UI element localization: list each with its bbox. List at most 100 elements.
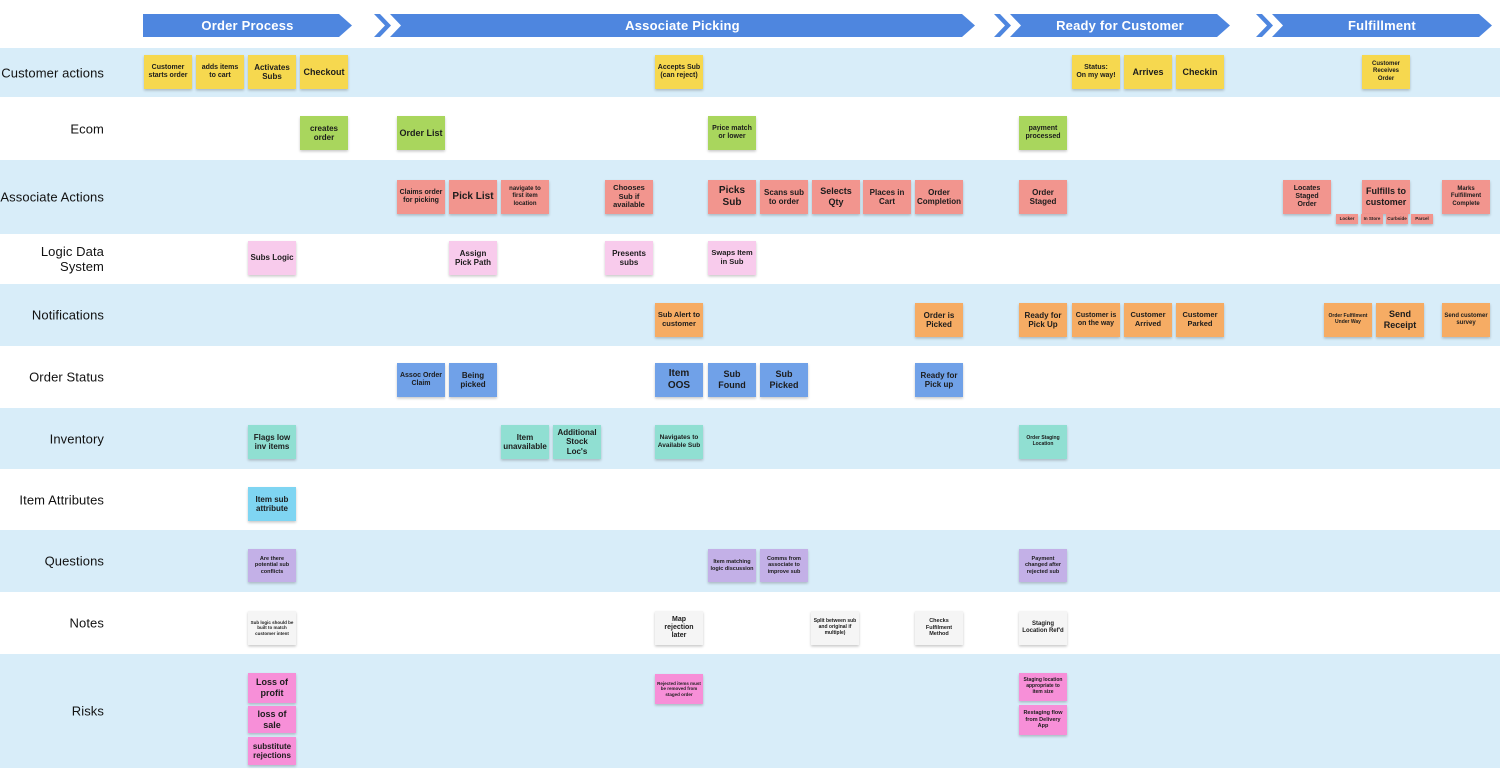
sticky-subs-logic[interactable]: Subs Logic [248, 241, 296, 275]
sticky-order-completion[interactable]: Order Completion [915, 180, 963, 214]
sticky-customer-arrived[interactable]: Customer Arrived [1124, 303, 1172, 337]
sticky-split-between-sub-and-original-if-multiple[interactable]: Split between sub and original if multip… [811, 611, 859, 645]
sticky-payment-changed-after-rejected-sub[interactable]: Payment changed after rejected sub [1019, 549, 1067, 582]
phase-label-ready-for-customer: Ready for Customer [1010, 14, 1230, 37]
chevron-right-icon [374, 14, 391, 37]
tag-in-store[interactable]: In Store [1361, 214, 1383, 224]
lane-label-notes[interactable]: Notes [69, 615, 104, 631]
sticky-adds-items-to-cart[interactable]: adds items to cart [196, 55, 244, 89]
sticky-sub-picked[interactable]: Sub Picked [760, 363, 808, 397]
sticky-ready-for-pick-up[interactable]: Ready for Pick Up [1019, 303, 1067, 337]
lane-label-questions[interactable]: Questions [44, 553, 104, 569]
sticky-scans-sub-to-order[interactable]: Scans sub to order [760, 180, 808, 214]
sticky-substitute-rejections[interactable]: substitute rejections [248, 737, 296, 765]
sticky-flags-low-inv-items[interactable]: Flags low inv items [248, 425, 296, 459]
phase-order-process[interactable]: Order Process [143, 14, 352, 37]
lane-notes: Notes [0, 592, 1500, 654]
sticky-arrives[interactable]: Arrives [1124, 55, 1172, 89]
sticky-assign-pick-path[interactable]: Assign Pick Path [449, 241, 497, 275]
phase-label-order-process: Order Process [143, 14, 352, 37]
lane-inventory: Inventory [0, 408, 1500, 469]
sticky-ready-for-pick-up[interactable]: Ready for Pick up [915, 363, 963, 397]
sticky-claims-order-for-picking[interactable]: Claims order for picking [397, 180, 445, 214]
lane-risks: Risks [0, 654, 1500, 768]
sticky-send-receipt[interactable]: Send Receipt [1376, 303, 1424, 337]
sticky-loss-of-profit[interactable]: Loss of profit [248, 673, 296, 703]
sticky-chooses-sub-if-available[interactable]: Chooses Sub if available [605, 180, 653, 214]
lane-label-inventory[interactable]: Inventory [49, 431, 104, 446]
lane-logic-data-system: Logic Data System [0, 234, 1500, 284]
sticky-staging-location-appropriate-to-item-size[interactable]: Staging location appropriate to item siz… [1019, 673, 1067, 701]
sticky-status-on-my-way[interactable]: Status: On my way! [1072, 55, 1120, 89]
chevron-right-icon [1256, 14, 1273, 37]
phase-ready-for-customer[interactable]: Ready for Customer [994, 14, 1230, 37]
tag-curbside[interactable]: Curbside [1386, 214, 1408, 224]
sticky-item-matching-logic-discussion[interactable]: Item matching logic discussion [708, 549, 756, 582]
sticky-payment-processed[interactable]: payment processed [1019, 116, 1067, 150]
sticky-navigate-to-first-item-location[interactable]: navigate to first item location [501, 180, 549, 214]
phase-associate-picking[interactable]: Associate Picking [374, 14, 975, 37]
sticky-accepts-sub-can-reject[interactable]: Accepts Sub (can reject) [655, 55, 703, 89]
lane-ecom: Ecom [0, 97, 1500, 160]
sticky-map-rejection-later[interactable]: Map rejection later [655, 611, 703, 645]
sticky-sub-alert-to-customer[interactable]: Sub Alert to customer [655, 303, 703, 337]
sticky-customer-parked[interactable]: Customer Parked [1176, 303, 1224, 337]
sticky-sub-logic-should-be-built-to-match-custome[interactable]: Sub logic should be built to match custo… [248, 611, 296, 645]
sticky-send-customer-survey[interactable]: Send customer survey [1442, 303, 1490, 337]
sticky-selects-qty[interactable]: Selects Qty [812, 180, 860, 214]
sticky-rejected-items-must-be-removed-from-staged[interactable]: Rejected items must be removed from stag… [655, 674, 703, 704]
lane-item-attributes: Item Attributes [0, 469, 1500, 530]
sticky-restaging-flow-from-delivery-app[interactable]: Restaging flow from Delivery App [1019, 705, 1067, 735]
sticky-fulfills-to-customer[interactable]: Fulfills to customer [1362, 180, 1410, 214]
lane-label-ecom[interactable]: Ecom [70, 121, 104, 136]
phase-label-associate-picking: Associate Picking [390, 14, 975, 37]
sticky-order-fulfilment-under-way[interactable]: Order Fulfilment Under Way [1324, 303, 1372, 337]
lane-label-customer-actions[interactable]: Customer actions [1, 65, 104, 80]
sticky-swaps-item-in-sub[interactable]: Swaps Item in Sub [708, 241, 756, 275]
phase-fulfillment[interactable]: Fulfillment [1256, 14, 1492, 37]
sticky-being-picked[interactable]: Being picked [449, 363, 497, 397]
lane-label-item-attributes[interactable]: Item Attributes [19, 492, 104, 507]
sticky-customer-receives-order[interactable]: Customer Receives Order [1362, 55, 1410, 89]
sticky-navigates-to-available-sub[interactable]: Navigates to Available Sub [655, 425, 703, 459]
chevron-right-icon [994, 14, 1011, 37]
sticky-pick-list[interactable]: Pick List [449, 180, 497, 214]
sticky-assoc-order-claim[interactable]: Assoc Order Claim [397, 363, 445, 397]
sticky-order-is-picked[interactable]: Order is Picked [915, 303, 963, 337]
sticky-customer-is-on-the-way[interactable]: Customer is on the way [1072, 303, 1120, 337]
lane-order-status: Order Status [0, 346, 1500, 408]
sticky-checks-fulfilment-method[interactable]: Checks Fulfilment Method [915, 611, 963, 645]
tag-parcel[interactable]: Parcel [1411, 214, 1433, 224]
sticky-sub-found[interactable]: Sub Found [708, 363, 756, 397]
sticky-item-oos[interactable]: Item OOS [655, 363, 703, 397]
sticky-order-staged[interactable]: Order Staged [1019, 180, 1067, 214]
lane-label-logic-data-system[interactable]: Logic Data System [40, 244, 104, 274]
sticky-item-unavailable[interactable]: Item unavailable [501, 425, 549, 459]
lane-label-notifications[interactable]: Notifications [31, 307, 104, 323]
sticky-checkin[interactable]: Checkin [1176, 55, 1224, 89]
sticky-places-in-cart[interactable]: Places in Cart [863, 180, 911, 214]
sticky-comms-from-associate-to-improve-sub[interactable]: Comms from associate to improve sub [760, 549, 808, 582]
sticky-picks-sub[interactable]: Picks Sub [708, 180, 756, 214]
sticky-customer-starts-order[interactable]: Customer starts order [144, 55, 192, 89]
tag-locker[interactable]: Locker [1336, 214, 1358, 224]
sticky-additional-stock-loc-s[interactable]: Additional Stock Loc's [553, 425, 601, 459]
lane-label-order-status[interactable]: Order Status [29, 369, 104, 385]
lane-notifications: Notifications [0, 284, 1500, 346]
sticky-price-match-or-lower[interactable]: Price match or lower [708, 116, 756, 150]
sticky-are-there-potential-sub-conflicts[interactable]: Are there potential sub conflicts [248, 549, 296, 582]
sticky-creates-order[interactable]: creates order [300, 116, 348, 150]
sticky-marks-fulfillment-complete[interactable]: Marks Fulfillment Complete [1442, 180, 1490, 214]
sticky-staging-location-ref-d[interactable]: Staging Location Ref'd [1019, 611, 1067, 645]
sticky-presents-subs[interactable]: Presents subs [605, 241, 653, 275]
sticky-loss-of-sale[interactable]: loss of sale [248, 706, 296, 733]
lane-label-associate-actions[interactable]: Associate Actions [0, 189, 104, 205]
sticky-locates-staged-order[interactable]: Locates Staged Order [1283, 180, 1331, 214]
sticky-item-sub-attribute[interactable]: Item sub attribute [248, 487, 296, 521]
lane-label-risks[interactable]: Risks [71, 703, 104, 719]
sticky-order-staging-location[interactable]: Order Staging Location [1019, 425, 1067, 459]
sticky-activates-subs[interactable]: Activates Subs [248, 55, 296, 89]
sticky-checkout[interactable]: Checkout [300, 55, 348, 89]
sticky-order-list[interactable]: Order List [397, 116, 445, 150]
